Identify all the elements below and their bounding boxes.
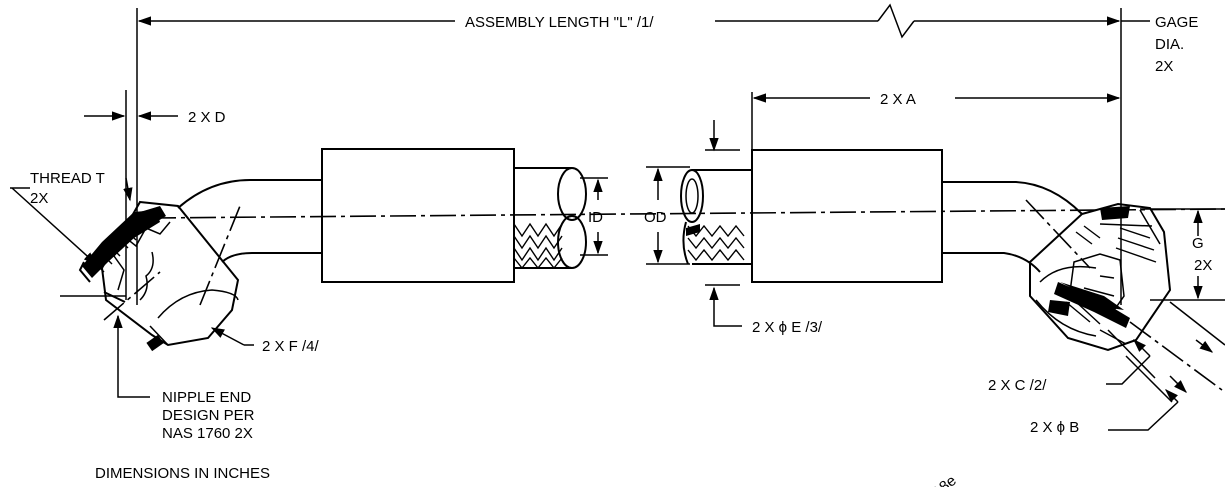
- right-fitting: [942, 181, 1223, 391]
- thread-callout: THREAD T 2X: [10, 170, 133, 265]
- dimension-2xa-label: 2 X A: [880, 91, 916, 108]
- center-line: [149, 208, 1225, 219]
- gage-dia-label-3: 2X: [1155, 58, 1173, 75]
- dimension-2xe: 2 X ϕ E /3/: [705, 120, 823, 336]
- dimension-2xf: 2 X F /4/: [210, 327, 320, 355]
- thread-2x-label: 2X: [30, 190, 48, 207]
- nipple-end-line-2: DESIGN PER: [162, 407, 255, 424]
- dimension-2xe-label: 2 X ϕ E /3/: [752, 319, 823, 336]
- dimension-2xc: 2 X C /2/: [988, 301, 1225, 394]
- nipple-end-callout: NIPPLE END DESIGN PER NAS 1760 2X: [113, 314, 255, 442]
- units-note: DIMENSIONS IN INCHES: [95, 465, 270, 482]
- dimension-g-2x-label: 2X: [1194, 257, 1212, 274]
- nipple-end-line-1: NIPPLE END: [162, 389, 251, 406]
- assembly-length-dimension: ASSEMBLY LENGTH "L" /1/: [137, 3, 1150, 39]
- dimension-2xf-label: 2 X F /4/: [262, 338, 320, 355]
- left-hose-end: [513, 167, 587, 270]
- extension-lines: [125, 8, 1122, 305]
- id-label: ID: [588, 209, 603, 226]
- dimension-g: G 2X: [1140, 208, 1225, 301]
- id-dimension: ID: [580, 177, 608, 256]
- gage-dia-label: GAGE: [1155, 14, 1198, 31]
- dimension-g-label: G: [1192, 235, 1204, 252]
- dimension-2xd-label: 2 X D: [188, 109, 226, 126]
- right-hose-end: [680, 169, 752, 265]
- dimension-2xc-label: 2 X C /2/: [988, 377, 1047, 394]
- od-dimension: OD: [644, 166, 690, 265]
- dimension-2xb-label: 2 X ϕ B: [1030, 419, 1079, 436]
- dimension-2xd: 2 X D: [84, 109, 226, 126]
- gage-dia-callout: GAGE DIA. 2X: [1155, 14, 1198, 75]
- assembly-length-label: ASSEMBLY LENGTH "L" /1/: [465, 14, 654, 31]
- watermark: 118e: [924, 472, 960, 487]
- left-fitting: [60, 179, 322, 352]
- gage-dia-label-2: DIA.: [1155, 36, 1184, 53]
- od-label: OD: [644, 209, 667, 226]
- dimension-2xb: 2 X ϕ B: [1030, 339, 1214, 436]
- thread-label: THREAD T: [30, 170, 105, 187]
- nipple-end-line-3: NAS 1760 2X: [162, 425, 253, 442]
- dimension-2xa: 2 X A: [752, 91, 1121, 108]
- left-collar: [321, 148, 515, 283]
- right-collar: [751, 149, 943, 283]
